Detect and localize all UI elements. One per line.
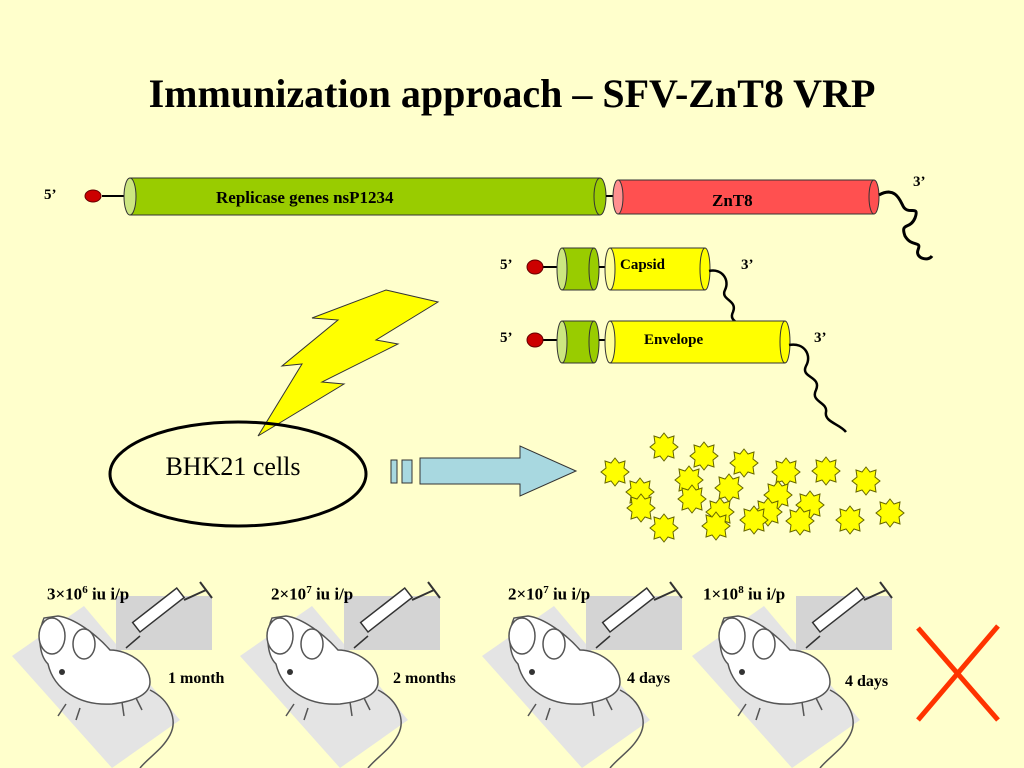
cap-5prime-dot [84, 189, 102, 203]
time-label-2: 2 months [393, 670, 456, 687]
mouse-group [12, 581, 893, 768]
envelope-construct [526, 320, 847, 433]
time-label-3: 4 days [627, 670, 671, 687]
capsid-construct [526, 247, 753, 340]
main-5prime-label: 5’ [44, 187, 57, 203]
capsid-3prime-label: 3’ [741, 257, 754, 273]
envelope-label: Envelope [644, 332, 704, 348]
vrp-particle-icon [600, 457, 630, 487]
vrp-particle-icon [689, 441, 719, 471]
bhk21-cells-label: BHK21 cells [165, 452, 301, 481]
vrp-particle-icon [649, 513, 679, 543]
dose-label-3: 2×107 iu i/p [508, 584, 591, 604]
capsid-5prime-label: 5’ [500, 257, 513, 273]
dose-label-4: 1×108 iu i/p [703, 584, 786, 604]
replicase-cylinder [123, 177, 607, 216]
time-label-4: 4 days [845, 673, 889, 690]
syringe-icon [125, 581, 213, 649]
syringe-icon [353, 581, 441, 649]
vrp-particle-icon [851, 466, 881, 496]
bhk21-cells-ellipse [108, 420, 368, 528]
page-title: Immunization approach – SFV-ZnT8 VRP [148, 71, 876, 116]
vrp-particle-icon [785, 506, 815, 536]
polya-tail [788, 343, 847, 433]
lightning-bolt-icon [257, 289, 440, 437]
mouse-icon [692, 581, 893, 768]
syringe-icon [805, 581, 893, 649]
time-label-1: 1 month [168, 670, 225, 687]
mouse-icon [12, 581, 213, 768]
capsid-label: Capsid [620, 257, 666, 273]
vrp-particle-icon [677, 484, 707, 514]
cap-5prime-dot [526, 332, 544, 348]
cap-5prime-dot [526, 259, 544, 275]
znt8-cylinder [612, 179, 880, 215]
znt8-label: ZnT8 [712, 191, 753, 210]
replicase-label: Replicase genes nsP1234 [216, 188, 394, 207]
polya-tail [878, 190, 934, 261]
vrp-particle-icon [701, 511, 731, 541]
vrp-particle-icon [626, 493, 656, 523]
mouse-icon [240, 581, 441, 768]
envelope-3prime-label: 3’ [814, 330, 827, 346]
vrp-particle-icon [729, 448, 759, 478]
dose-label-1: 3×106 iu i/p [47, 584, 130, 604]
vrp-particle-icon [835, 505, 865, 535]
vrp-particle-icon [811, 456, 841, 486]
vrp-particle-icon [649, 432, 679, 462]
vrp-particle-icon [739, 505, 769, 535]
vrp-particle-cluster [600, 432, 905, 543]
cross-icon [916, 624, 1000, 722]
main-3prime-label: 3’ [913, 174, 926, 190]
vrp-particle-icon [875, 498, 905, 528]
block-arrow [390, 445, 578, 497]
syringe-icon [595, 581, 683, 649]
main-construct [84, 177, 934, 261]
envelope-5prime-label: 5’ [500, 330, 513, 346]
dose-label-2: 2×107 iu i/p [271, 584, 354, 604]
vrp-particle-icon [771, 457, 801, 487]
vrp-particle-icon [714, 473, 744, 503]
mouse-icon [482, 581, 683, 768]
